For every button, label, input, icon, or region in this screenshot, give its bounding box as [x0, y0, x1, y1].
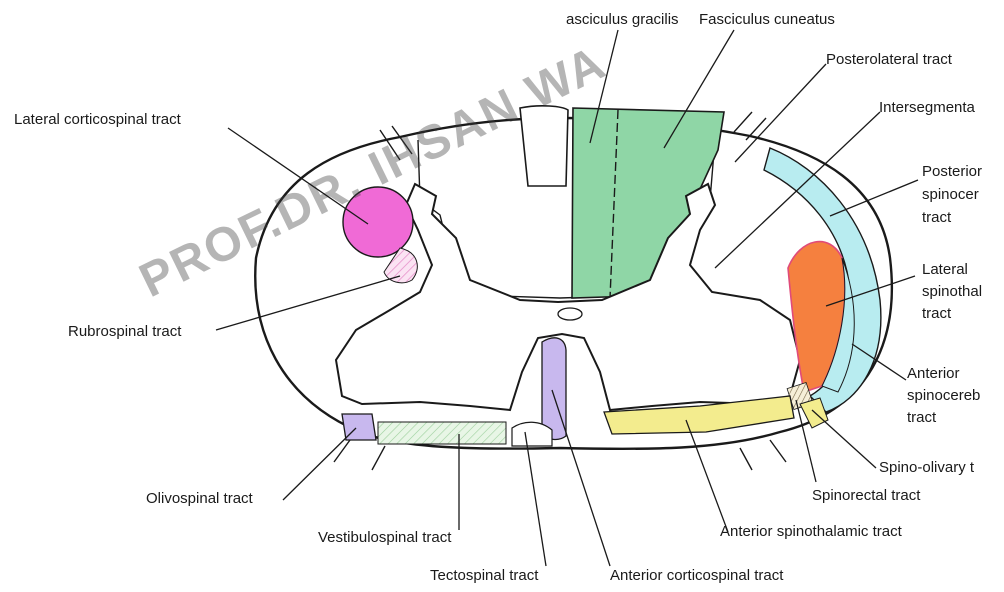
leader-tectospinal [525, 432, 546, 566]
label-spinorectal-tract: Spinorectal tract [812, 487, 921, 504]
label-intersegmental: Intersegmenta [879, 99, 976, 116]
label-posterior-spinocerebellar-2: spinocer [922, 186, 979, 203]
label-lateral-spinothalamic-1: Lateral [922, 261, 968, 278]
label-lateral-corticospinal-tract: Lateral corticospinal tract [14, 111, 182, 128]
ventral-rootlets-left [334, 440, 385, 470]
leader-spino-olivary [812, 410, 876, 468]
label-tectospinal-tract: Tectospinal tract [430, 567, 539, 584]
label-posterior-spinocerebellar-1: Posterior [922, 163, 982, 180]
ventral-rootlets-right [740, 440, 786, 470]
anterior-corticospinal-tract-area [542, 338, 566, 440]
label-vestibulospinal-tract: Vestibulospinal tract [318, 529, 452, 546]
label-anterior-spinocerebellar-1: Anterior [907, 365, 960, 382]
label-anterior-spinocerebellar-3: tract [907, 409, 937, 426]
label-anterior-spinothalamic-tract: Anterior spinothalamic tract [720, 523, 903, 540]
label-anterior-corticospinal-tract: Anterior corticospinal tract [610, 567, 784, 584]
central-canal [558, 308, 582, 320]
dorsal-root-entry-right [734, 112, 766, 140]
leader-anterior-spinothalamic [686, 420, 728, 532]
label-lateral-spinothalamic-3: tract [922, 305, 952, 322]
label-fasciculus-cuneatus: Fasciculus cuneatus [699, 11, 835, 28]
tectospinal-tract-area [512, 422, 552, 446]
label-spino-olivary-tract: Spino-olivary t [879, 459, 975, 476]
label-anterior-spinocerebellar-2: spinocereb [907, 387, 980, 404]
label-posterior-spinocerebellar-3: tract [922, 209, 952, 226]
vestibulospinal-tract-area [378, 422, 506, 444]
label-olivospinal-tract: Olivospinal tract [146, 490, 254, 507]
label-lateral-spinothalamic-2: spinothal [922, 283, 982, 300]
label-rubrospinal-tract: Rubrospinal tract [68, 323, 182, 340]
leader-olivospinal [283, 428, 356, 500]
label-posterolateral-tract: Posterolateral tract [826, 51, 953, 68]
label-fasciculus-gracilis: asciculus gracilis [566, 11, 679, 28]
leader-anterior-corticospinal [552, 390, 610, 566]
leader-posterolateral [735, 64, 826, 162]
